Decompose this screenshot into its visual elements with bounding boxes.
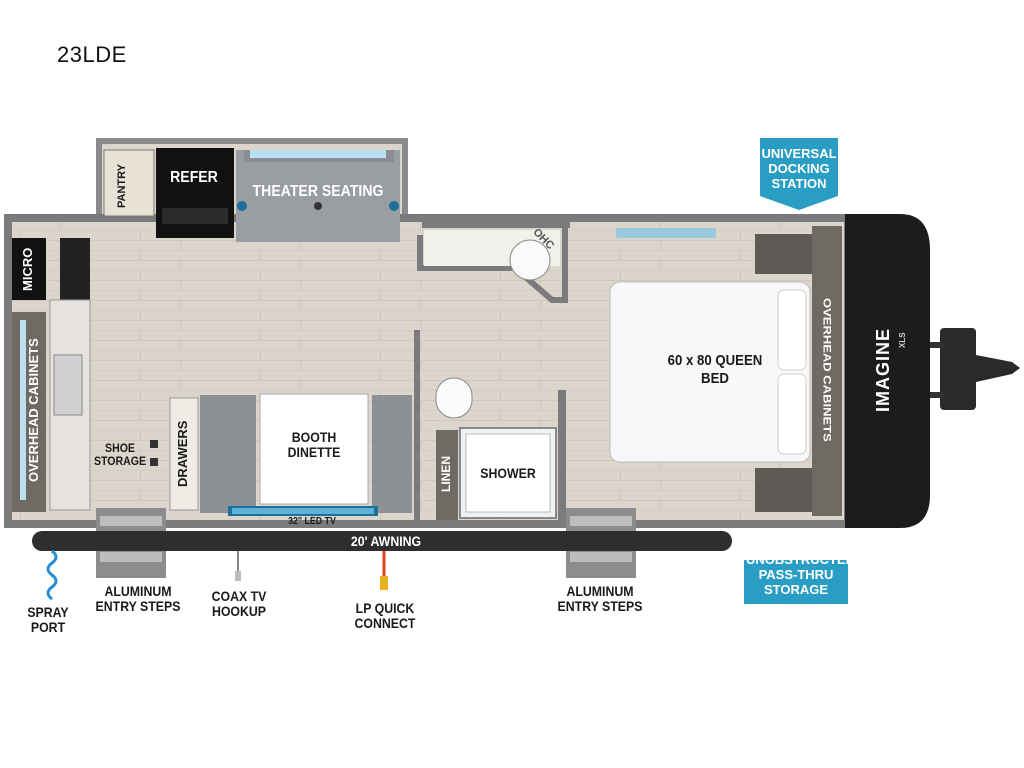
sink xyxy=(53,354,83,416)
drawers xyxy=(169,397,199,511)
brand-label: IMAGINE xyxy=(873,328,893,413)
overhead-cabinets-left-label: OVERHEAD CABINETS xyxy=(26,338,41,482)
nightstand-top xyxy=(755,234,815,274)
linen-label: LINEN xyxy=(439,456,453,492)
awning-label: 20' AWNING xyxy=(350,533,422,549)
micro xyxy=(12,238,46,300)
shower-label: SHOWER xyxy=(480,465,536,481)
left-overhead-cabinets xyxy=(12,312,46,512)
pantry xyxy=(103,149,155,217)
universal-docking-text: UNIVERSAL DOCKING STATION xyxy=(761,146,837,191)
pass-thru-storage-callout: UNOBSTRUCTED PASS-THRU STORAGE xyxy=(746,552,855,597)
dinette-bench-right xyxy=(372,395,412,513)
shoe-storage-label: SHOE STORAGE xyxy=(93,441,147,468)
queen-bed xyxy=(609,281,811,463)
refrigerator xyxy=(156,148,234,238)
coax-label: COAX TV HOOKUP xyxy=(211,588,267,619)
linen xyxy=(436,430,458,520)
overhead-cabinets-right-label: OVERHEAD CABINETS xyxy=(820,298,835,442)
dinette-bench-left xyxy=(200,395,256,513)
spray-port-hose xyxy=(46,549,58,601)
led-tv-label: 32" LED TV xyxy=(288,516,336,527)
brand-sub-label: XLS xyxy=(898,332,907,348)
pass-thru-storage-text: UNOBSTRUCTED PASS-THRU STORAGE xyxy=(746,552,856,597)
dinette-table xyxy=(259,393,369,505)
theater-seating xyxy=(236,150,400,242)
drawers-label: DRAWERS xyxy=(175,420,190,488)
range xyxy=(60,238,90,300)
nightstand-bottom xyxy=(755,468,815,512)
toilet xyxy=(435,377,473,419)
hitch xyxy=(940,328,976,410)
aluminum-steps-right-label: ALUMINUM ENTRY STEPS xyxy=(557,583,643,614)
model-name: 23LDE xyxy=(57,42,127,67)
theater-seating-label: THEATER SEATING xyxy=(252,183,384,200)
right-overhead-cabinets xyxy=(812,226,842,516)
front-cap xyxy=(845,214,930,528)
queen-bed-label: 60 x 80 QUEEN BED xyxy=(667,352,763,387)
aluminum-steps-left-label: ALUMINUM ENTRY STEPS xyxy=(95,583,181,614)
booth-dinette-label: BOOTH DINETTE xyxy=(287,429,341,460)
lp-label: LP QUICK CONNECT xyxy=(354,600,416,631)
spray-port-label: SPRAY PORT xyxy=(27,604,69,635)
micro-label: MICRO xyxy=(20,247,35,291)
pantry-label: PANTRY xyxy=(116,164,128,208)
awning-bar xyxy=(32,531,732,551)
refer-label: REFER xyxy=(170,169,218,186)
universal-docking-callout: UNIVERSAL DOCKING STATION xyxy=(760,146,838,191)
